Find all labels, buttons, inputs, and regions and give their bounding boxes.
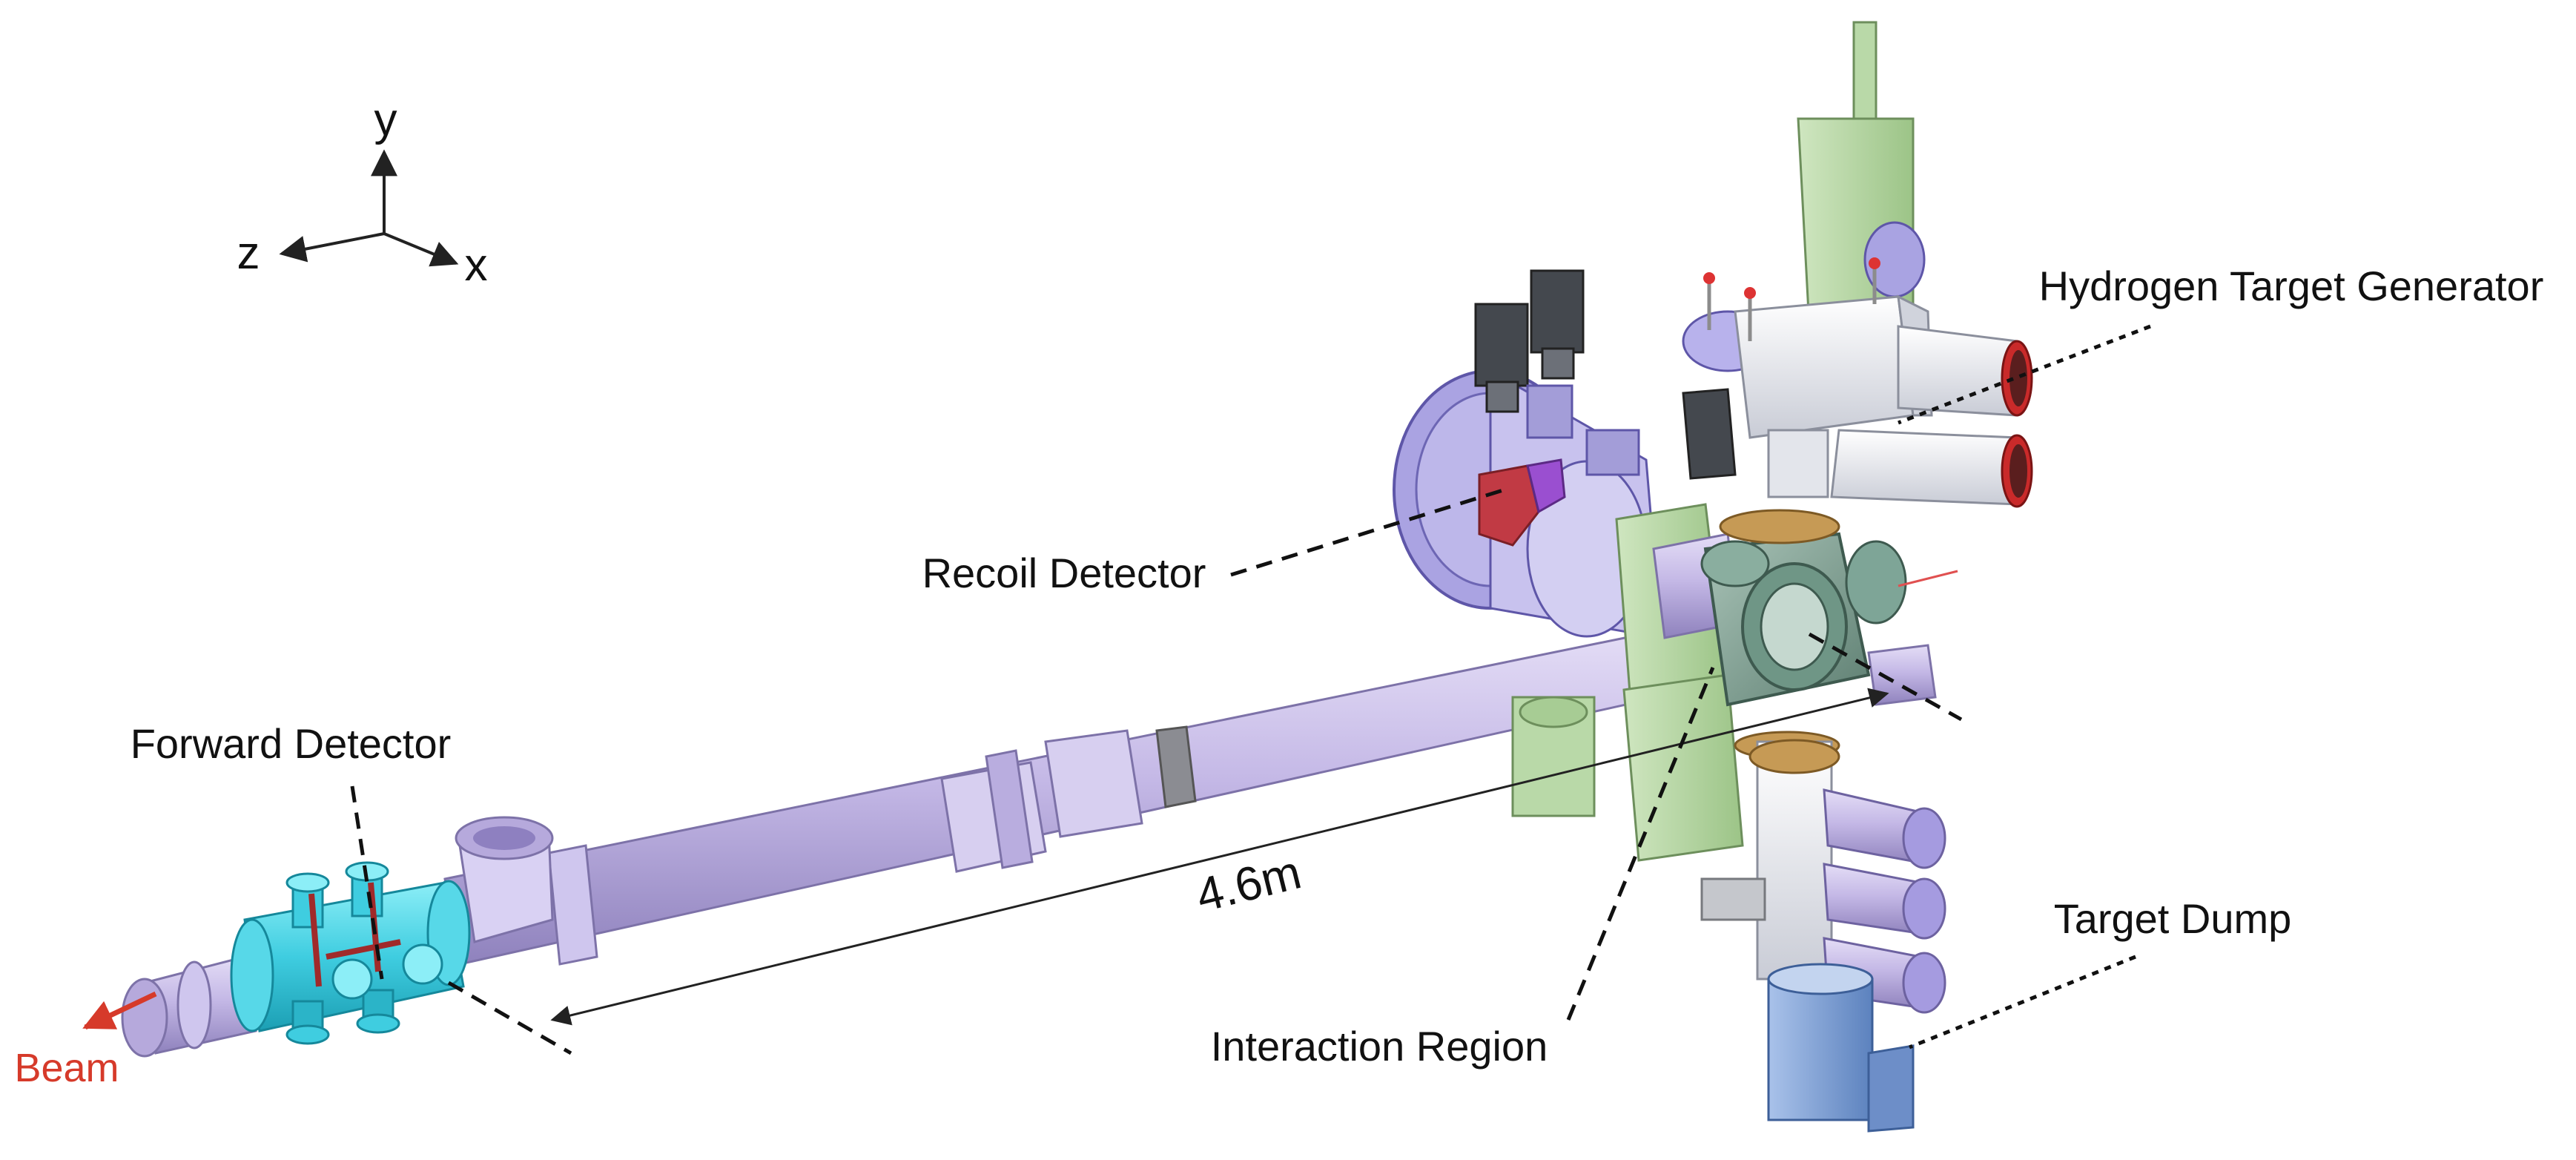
leader-recoil-detector bbox=[1230, 487, 1506, 577]
label-interaction-region: Interaction Region bbox=[1211, 1023, 1548, 1070]
beam-arrow bbox=[82, 991, 157, 1030]
leader-interaction-region bbox=[1566, 667, 1715, 1021]
forward-detector-assembly bbox=[121, 861, 471, 1058]
distance-arrow bbox=[550, 688, 1889, 1026]
label-forward-detector: Forward Detector bbox=[131, 720, 452, 767]
axis-z-label: z bbox=[237, 228, 260, 279]
beam-direction: Beam bbox=[14, 991, 157, 1090]
leader-forward-extension bbox=[447, 981, 572, 1055]
leader-interaction-extension bbox=[1808, 632, 1963, 722]
label-recoil-detector: Recoil Detector bbox=[922, 550, 1206, 596]
label-hydrogen-target-generator: Hydrogen Target Generator bbox=[2039, 263, 2544, 309]
leader-forward-detector bbox=[350, 785, 384, 980]
axis-x-label: x bbox=[465, 240, 488, 291]
recoil-detector-assembly bbox=[1393, 269, 1662, 639]
beam-label: Beam bbox=[14, 1046, 119, 1090]
label-target-dump: Target Dump bbox=[2054, 895, 2292, 942]
leader-hydrogen-target bbox=[1898, 324, 2151, 425]
component-labels: Hydrogen Target Generator Recoil Detecto… bbox=[131, 263, 2544, 1070]
leader-target-dump bbox=[1909, 955, 2136, 1049]
hydrogen-target-generator-assembly bbox=[1682, 21, 2033, 508]
coordinate-axes: y z x bbox=[237, 94, 488, 291]
distance-label: 4.6m bbox=[1191, 845, 1306, 922]
axis-y-label: y bbox=[374, 94, 397, 145]
leader-lines bbox=[350, 324, 2151, 1055]
